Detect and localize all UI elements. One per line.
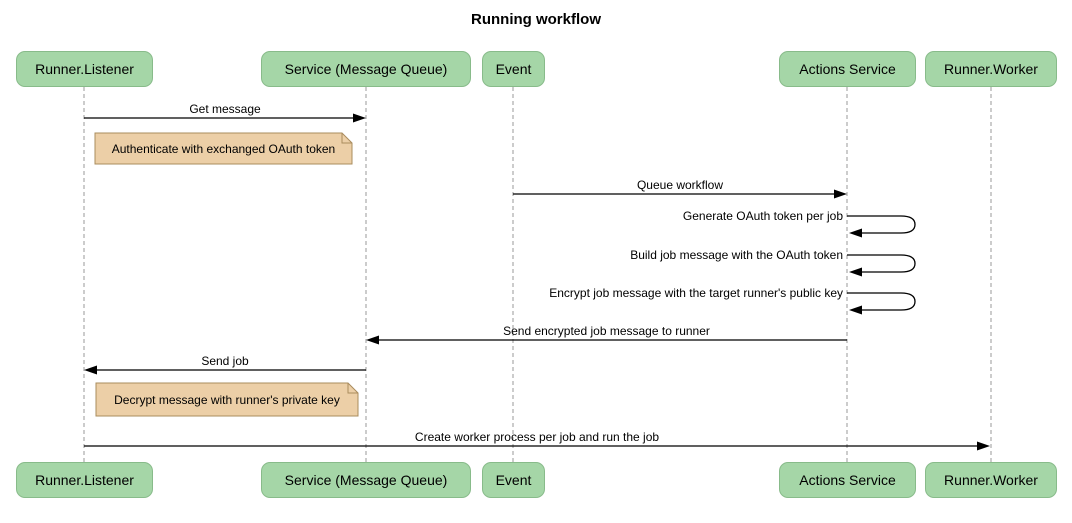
diagram-title: Running workflow: [471, 11, 601, 28]
self-loop-build-job-message: [847, 254, 916, 273]
arrowhead-icon: [353, 113, 366, 123]
actor-top-actions-service: Actions Service: [779, 51, 916, 87]
actor-label: Actions Service: [799, 61, 896, 77]
message-label-generate-oauth: Generate OAuth token per job: [682, 209, 843, 223]
actor-top-event: Event: [482, 51, 545, 87]
actor-bottom-runner-worker: Runner.Worker: [925, 462, 1057, 498]
note-shape-decrypt: [95, 382, 359, 417]
actor-bottom-event: Event: [482, 462, 545, 498]
message-label-send-job: Send job: [201, 354, 249, 368]
message-label-create-worker: Create worker process per job and run th…: [414, 430, 660, 444]
note-decrypt-private-key: Decrypt message with runner's private ke…: [114, 392, 340, 407]
message-label-get-message: Get message: [189, 102, 261, 116]
arrowhead-icon: [366, 335, 379, 345]
arrowhead-icon: [849, 305, 862, 315]
self-loop-generate-oauth: [847, 215, 916, 234]
arrowhead-icon: [84, 365, 97, 375]
arrowhead-icon: [977, 441, 990, 451]
self-loop-encrypt-job-message: [847, 292, 916, 311]
arrowhead-icon: [849, 267, 862, 277]
note-shape-authenticate: [94, 132, 353, 165]
message-label-build-job-message: Build job message with the OAuth token: [630, 248, 843, 262]
actor-label: Service (Message Queue): [284, 472, 448, 488]
actor-label: Runner.Listener: [35, 61, 134, 77]
actor-top-service-message-queue: Service (Message Queue): [261, 51, 471, 87]
actor-bottom-service-message-queue: Service (Message Queue): [261, 462, 471, 498]
message-label-send-encrypted-job: Send encrypted job message to runner: [503, 324, 710, 338]
message-label-encrypt-job-message: Encrypt job message with the target runn…: [549, 286, 843, 300]
arrowhead-icon: [849, 228, 862, 238]
arrowhead-icon: [834, 189, 847, 199]
actor-label: Event: [495, 61, 532, 77]
actor-label: Event: [495, 472, 532, 488]
note-fold-icon: [341, 133, 352, 144]
message-label-queue-workflow: Queue workflow: [636, 178, 724, 192]
actor-bottom-actions-service: Actions Service: [779, 462, 916, 498]
actor-label: Actions Service: [799, 472, 896, 488]
note-fold-icon: [347, 383, 358, 394]
actor-top-runner-worker: Runner.Worker: [925, 51, 1057, 87]
actor-bottom-runner-listener: Runner.Listener: [16, 462, 153, 498]
actor-label: Service (Message Queue): [284, 61, 448, 77]
actor-label: Runner.Listener: [35, 472, 134, 488]
actor-top-runner-listener: Runner.Listener: [16, 51, 153, 87]
actor-label: Runner.Worker: [944, 61, 1038, 77]
actor-label: Runner.Worker: [944, 472, 1038, 488]
note-authenticate-oauth: Authenticate with exchanged OAuth token: [111, 141, 336, 156]
